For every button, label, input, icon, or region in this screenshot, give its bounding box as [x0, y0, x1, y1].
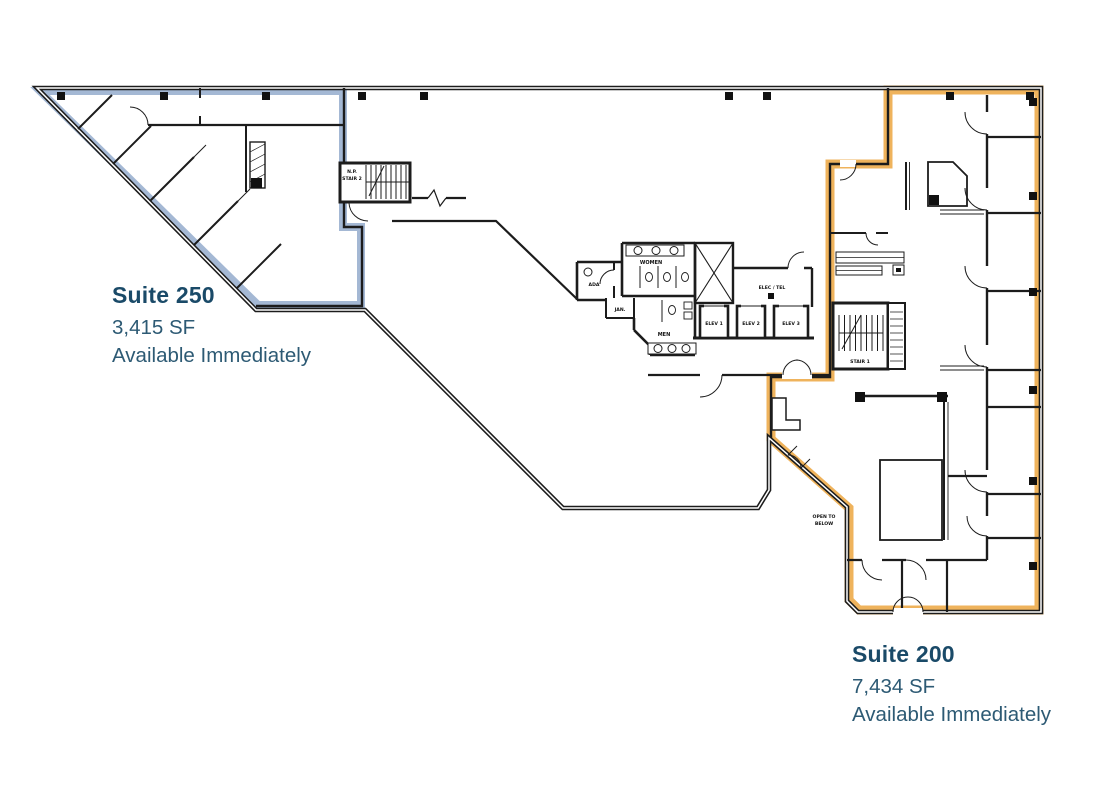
columns: [57, 92, 1037, 570]
sink: [669, 246, 679, 255]
suite-250-availability: Available Immediately: [112, 343, 312, 367]
restrooms: ADA WOMEN MEN JAN.: [575, 241, 697, 357]
suite-200-availability: Available Immediately: [852, 702, 1052, 726]
mid-right-room: [905, 161, 968, 210]
stair-2: N.P. STAIR 2: [338, 161, 412, 222]
sink: [633, 246, 643, 255]
elevator-2-label: ELEV 2: [742, 321, 760, 327]
suite-200-name: Suite 200: [852, 641, 955, 667]
elec-panel: [768, 293, 774, 299]
suite-250-interior: [77, 88, 344, 289]
suite-boundary-walls: [256, 88, 890, 438]
ada-sink: [583, 267, 593, 277]
conference-room: [879, 459, 943, 541]
casework: [835, 251, 905, 276]
ada-label: ADA: [589, 282, 600, 288]
elevator-bank: ELEV 1 ELEV 2 ELEV 3: [693, 304, 814, 340]
elevator-3-label: ELEV 3: [782, 321, 800, 327]
elevator-1-label: ELEV 1: [705, 321, 723, 327]
women-label: WOMEN: [640, 260, 662, 266]
building-perimeter: [31, 85, 1044, 615]
toilet: [645, 272, 653, 282]
open-to-below: OPEN TO BELOW: [813, 514, 836, 527]
reception-desk: [771, 397, 801, 431]
toilet: [681, 272, 689, 282]
bottom-right-rooms: [847, 392, 987, 616]
open-to-below-line1: OPEN TO: [813, 514, 836, 520]
stair-2-label-line1: N.P.: [347, 169, 357, 175]
right-wing-offices: [940, 95, 1041, 560]
suite-250-label: Suite 250 3,415 SF Available Immediately: [112, 282, 311, 369]
urinal: [683, 301, 693, 310]
sink: [651, 246, 661, 255]
suite-250-area: 3,415 SF: [112, 316, 196, 339]
stair-1-label: STAIR 1: [850, 359, 870, 365]
stair-1: STAIR 1: [831, 301, 906, 371]
entry-double-door: [892, 596, 924, 613]
stair-2-label-line2: STAIR 2: [342, 176, 362, 182]
open-to-below-line2: BELOW: [815, 521, 833, 527]
corridor-walls: [392, 160, 888, 398]
sink: [681, 344, 691, 353]
urinal: [683, 311, 693, 320]
jan-label: JAN.: [614, 307, 626, 313]
elec-tel-label: ELEC / TEL: [759, 285, 786, 291]
suite-200-label: Suite 200 7,434 SF Available Immediately: [852, 641, 1051, 728]
men-label: MEN: [658, 332, 671, 338]
reception: [771, 397, 811, 469]
sink: [667, 344, 677, 353]
shaft: [693, 241, 735, 305]
suite-200-area: 7,434 SF: [852, 675, 936, 698]
toilet: [668, 305, 676, 315]
elec-tel-room: ELEC / TEL: [733, 251, 814, 307]
suite-250-name: Suite 250: [112, 282, 215, 308]
toilet: [663, 272, 671, 282]
sink: [653, 344, 663, 353]
